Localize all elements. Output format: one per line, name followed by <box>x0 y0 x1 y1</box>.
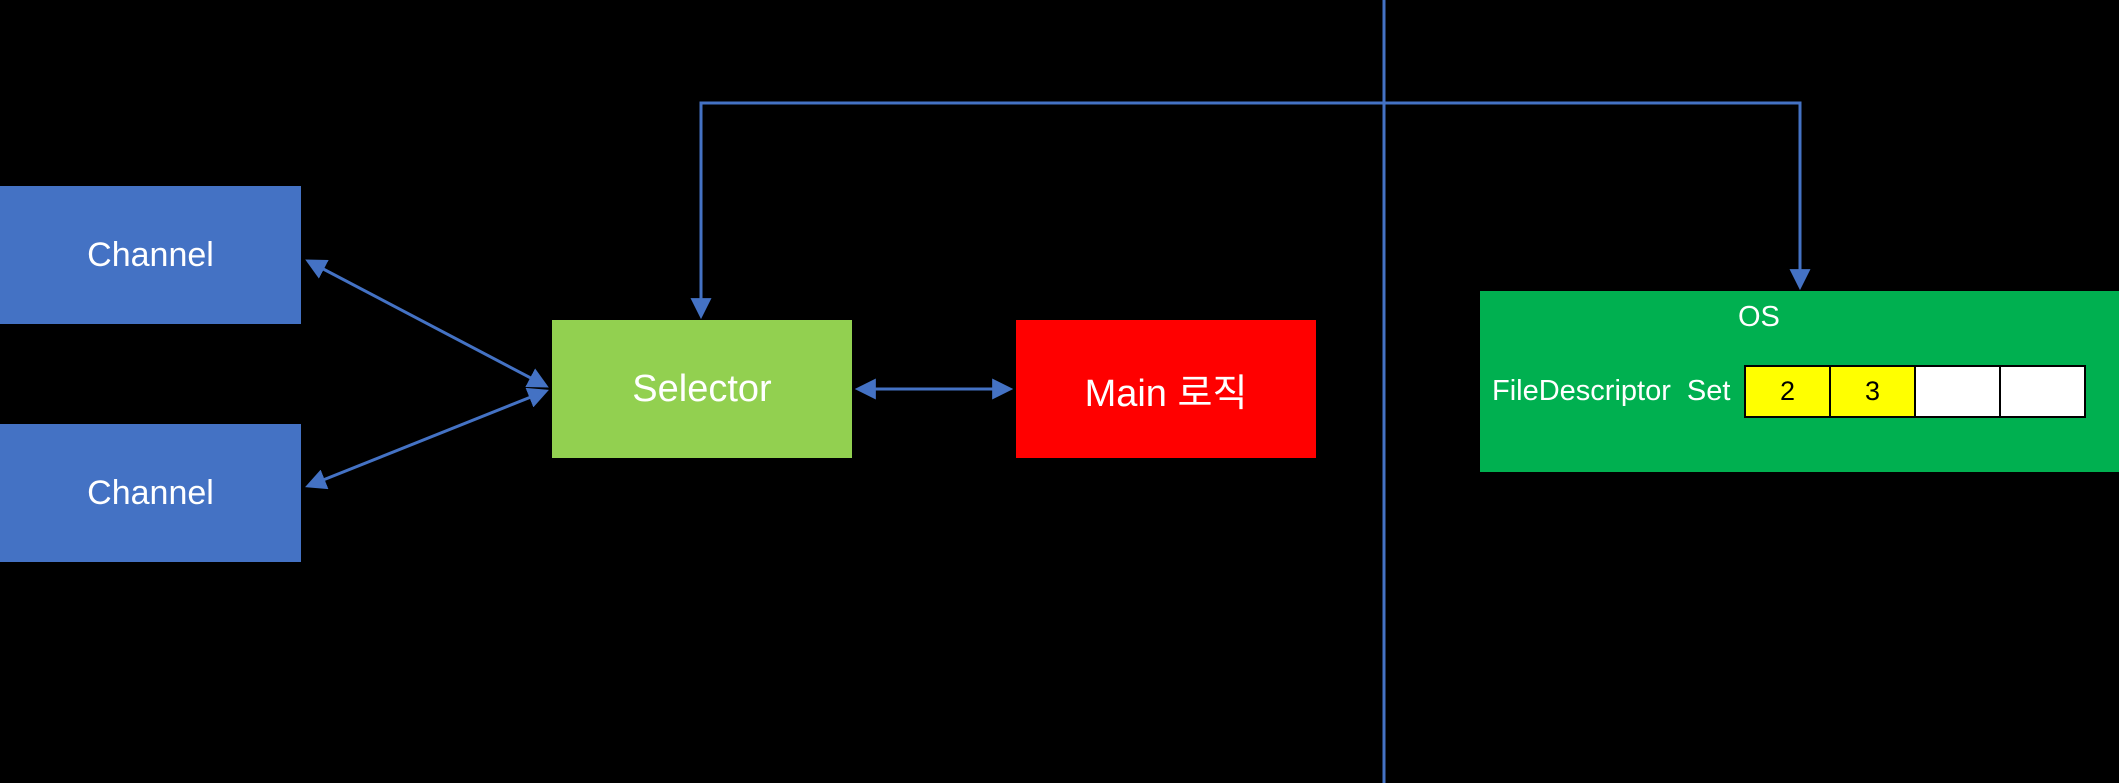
fd-cell-0-value: 2 <box>1779 376 1796 406</box>
fd-cell-0: 2 <box>1744 365 1831 418</box>
main-logic-box: Main 로직 <box>1016 320 1316 458</box>
file-descriptor-set-label: FileDescriptor Set <box>1492 375 1731 407</box>
channel-box-1: Channel <box>0 186 301 324</box>
channel-2-label: Channel <box>87 473 214 512</box>
selector-label: Selector <box>632 367 772 410</box>
file-descriptor-cells: 2 3 <box>1744 365 2086 418</box>
os-box: OS FileDescriptor Set 2 3 <box>1480 291 2119 472</box>
main-logic-label: Main 로직 <box>1084 372 1248 415</box>
selector-box: Selector <box>552 320 852 458</box>
os-title: OS <box>1738 301 1780 333</box>
selector-os-connector <box>690 101 1811 320</box>
fd-cell-2 <box>1914 365 2001 418</box>
channel-1-label: Channel <box>87 235 214 274</box>
fd-cell-1-value: 3 <box>1864 376 1881 406</box>
fd-cell-1: 3 <box>1829 365 1916 418</box>
channel2-selector-connector <box>305 387 549 490</box>
channel-box-2: Channel <box>0 424 301 562</box>
fd-cell-3 <box>1999 365 2086 418</box>
channel1-selector-connector <box>305 259 549 388</box>
